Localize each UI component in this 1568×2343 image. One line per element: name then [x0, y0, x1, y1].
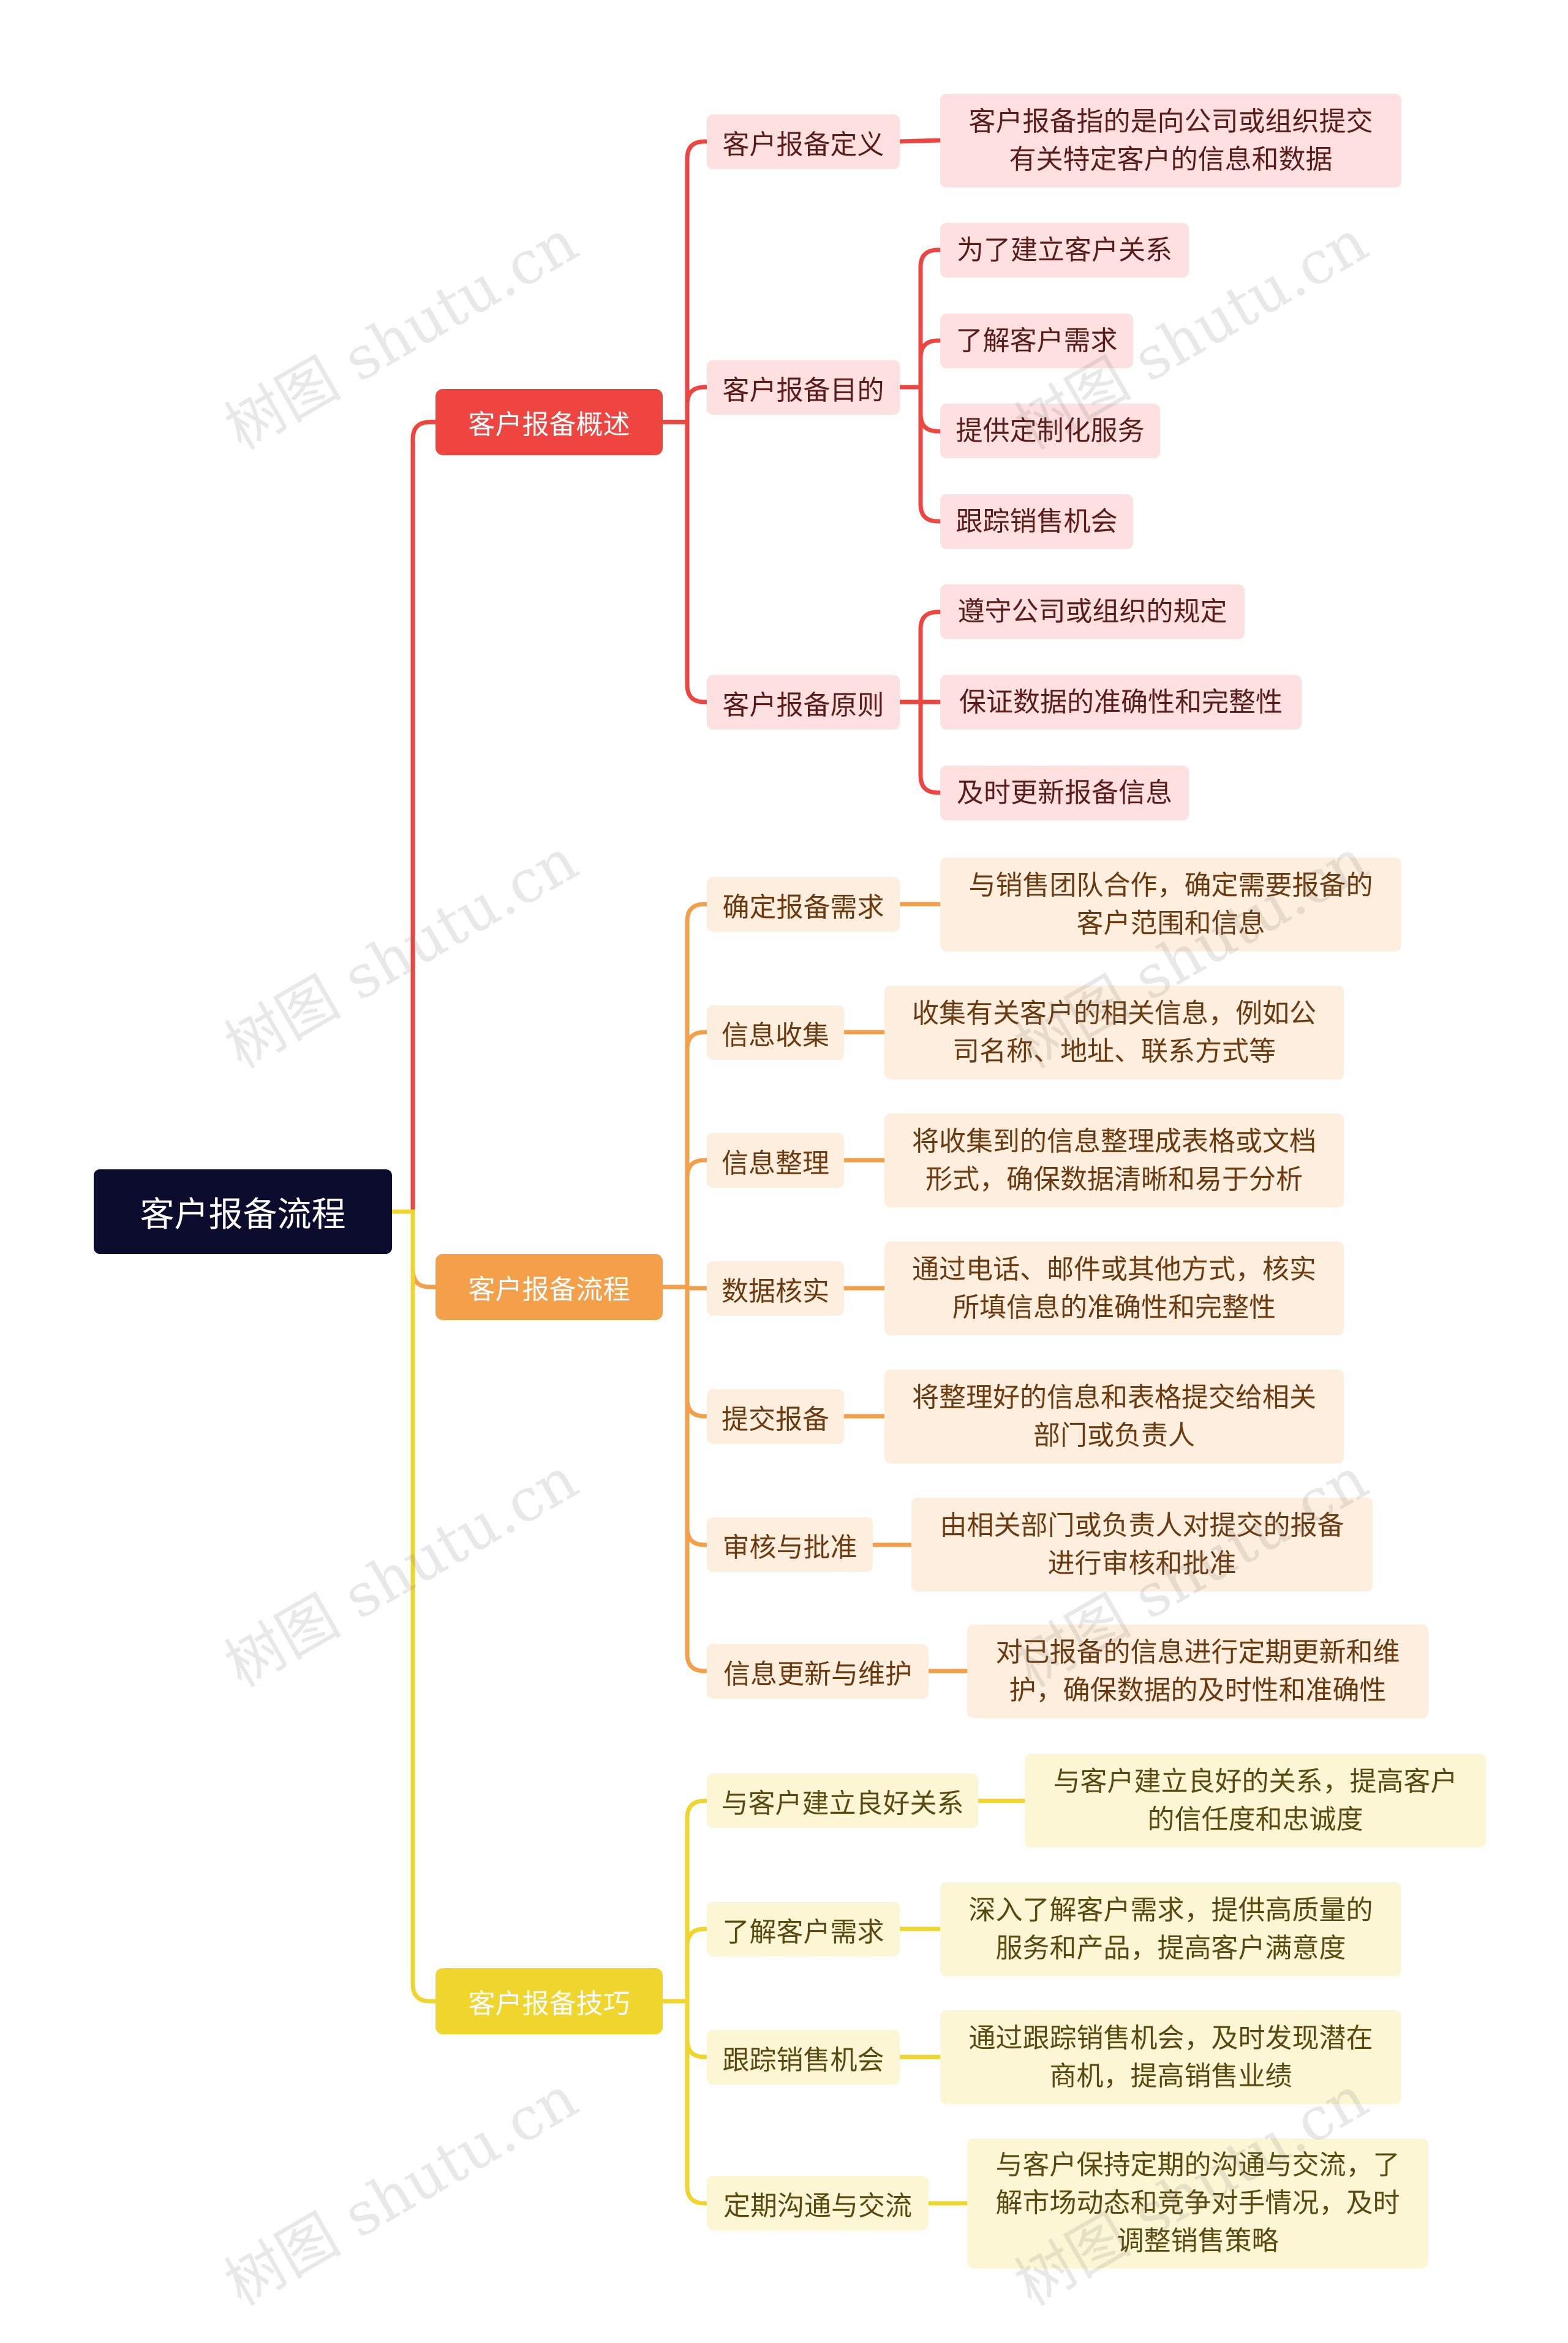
- detail-node[interactable]: 跟踪销售机会: [940, 494, 1133, 549]
- detail-node[interactable]: 遵守公司或组织的规定: [940, 584, 1245, 639]
- detail-node[interactable]: 深入了解客户需求，提供高质量的 服务和产品，提高客户满意度: [940, 1882, 1401, 1976]
- sub-topic-node[interactable]: 信息整理: [707, 1133, 844, 1188]
- sub-topic-node[interactable]: 跟踪销售机会: [707, 2030, 900, 2085]
- branch-to-subtopic-line: [660, 1030, 709, 1289]
- detail-node[interactable]: 将整理好的信息和表格提交给相关 部门或负责人: [884, 1370, 1344, 1463]
- sub-topic-node[interactable]: 与客户建立良好关系: [707, 1773, 978, 1828]
- subtopic-to-detail-line: [897, 338, 943, 390]
- sub-topic-node[interactable]: 客户报备定义: [707, 115, 900, 169]
- branch-to-subtopic-line: [660, 139, 709, 424]
- detail-node[interactable]: 及时更新报备信息: [940, 766, 1189, 820]
- branch-to-subtopic-line: [660, 902, 709, 1289]
- detail-node[interactable]: 为了建立客户关系: [940, 223, 1189, 277]
- root-to-branch-line: [390, 420, 438, 1214]
- subtopic-to-detail-line: [897, 247, 943, 390]
- branch-to-subtopic-line: [660, 1285, 709, 1419]
- subtopic-to-detail-line: [897, 138, 943, 144]
- subtopic-to-detail-line: [897, 609, 943, 704]
- branch-node[interactable]: 客户报备技巧: [435, 1968, 663, 2034]
- detail-node[interactable]: 对已报备的信息进行定期更新和维 护，确保数据的及时性和准确性: [967, 1624, 1428, 1718]
- detail-node[interactable]: 通过电话、邮件或其他方式，核实 所填信息的准确性和完整性: [884, 1242, 1344, 1335]
- sub-topic-node[interactable]: 审核与批准: [707, 1517, 873, 1572]
- branch-to-subtopic-line: [660, 1926, 709, 2004]
- sub-topic-node[interactable]: 客户报备原则: [707, 675, 900, 730]
- sub-topic-node[interactable]: 了解客户需求: [707, 1902, 900, 1956]
- root-node[interactable]: 客户报备流程: [94, 1169, 392, 1254]
- detail-node[interactable]: 与客户建立良好的关系，提高客户 的信任度和忠诚度: [1025, 1754, 1486, 1847]
- sub-topic-node[interactable]: 提交报备: [707, 1389, 844, 1444]
- sub-topic-node[interactable]: 客户报备目的: [707, 360, 900, 415]
- sub-topic-node[interactable]: 定期沟通与交流: [707, 2176, 929, 2230]
- branch-to-subtopic-line: [660, 1158, 709, 1289]
- detail-node[interactable]: 收集有关客户的相关信息，例如公 司名称、地址、联系方式等: [884, 986, 1344, 1079]
- sub-topic-node[interactable]: 确定报备需求: [707, 877, 900, 932]
- detail-node[interactable]: 与客户保持定期的沟通与交流，了 解市场动态和竞争对手情况，及时 调整销售策略: [967, 2138, 1428, 2268]
- detail-node[interactable]: 保证数据的准确性和完整性: [940, 675, 1302, 730]
- subtopic-to-detail-line: [897, 700, 943, 795]
- detail-node[interactable]: 由相关部门或负责人对提交的报备 进行审核和批准: [911, 1498, 1373, 1591]
- detail-node[interactable]: 客户报备指的是向公司或组织提交 有关特定客户的信息和数据: [940, 94, 1401, 187]
- detail-node[interactable]: 了解客户需求: [940, 314, 1133, 368]
- sub-topic-node[interactable]: 信息更新与维护: [707, 1644, 929, 1699]
- branch-node[interactable]: 客户报备流程: [435, 1254, 663, 1320]
- detail-node[interactable]: 与销售团队合作，确定需要报备的 客户范围和信息: [940, 858, 1401, 951]
- sub-topic-node[interactable]: 信息收集: [707, 1005, 844, 1060]
- branch-to-subtopic-line: [660, 385, 709, 424]
- branch-to-subtopic-line: [660, 1798, 709, 2004]
- branch-to-subtopic-line: [660, 1285, 709, 1673]
- detail-node[interactable]: 提供定制化服务: [940, 404, 1160, 458]
- branch-to-subtopic-line: [660, 1999, 709, 2059]
- detail-node[interactable]: 将收集到的信息整理成表格或文档 形式，确保数据清晰和易于分析: [884, 1114, 1344, 1207]
- sub-topic-node[interactable]: 数据核实: [707, 1261, 844, 1316]
- branch-to-subtopic-line: [660, 420, 709, 704]
- detail-node[interactable]: 通过跟踪销售机会，及时发现潜在 商机，提高销售业绩: [940, 2010, 1401, 2104]
- root-to-branch-line: [390, 1209, 438, 2004]
- branch-to-subtopic-line: [660, 1999, 709, 2206]
- subtopic-to-detail-line: [897, 385, 943, 524]
- branch-node[interactable]: 客户报备概述: [435, 389, 663, 455]
